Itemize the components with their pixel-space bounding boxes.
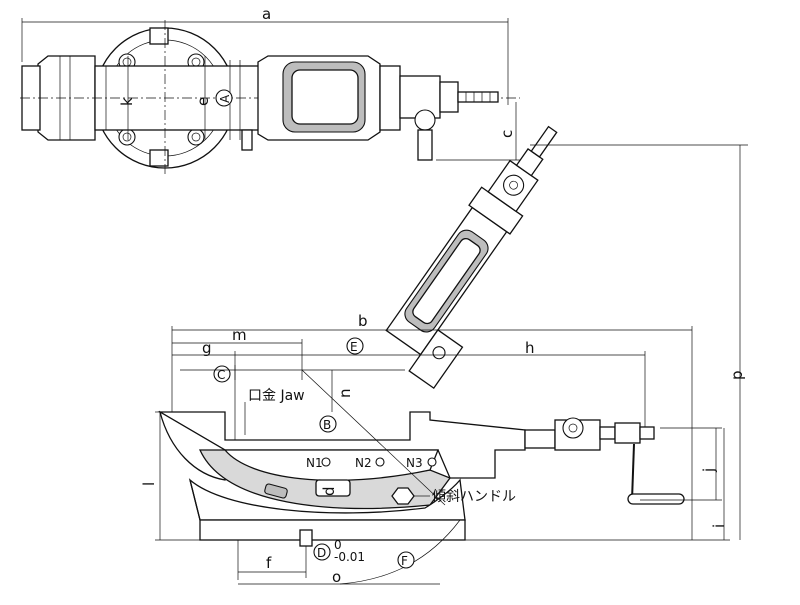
circled-B: B bbox=[323, 418, 331, 432]
dim-a-label: a bbox=[262, 5, 271, 23]
circled-F: F bbox=[401, 554, 408, 568]
pos-N3: N3 bbox=[406, 456, 423, 470]
dim-h-label: h bbox=[525, 339, 535, 357]
dim-l-label: l bbox=[140, 482, 158, 486]
dim-m-label: m bbox=[232, 326, 247, 344]
dim-e-label: e bbox=[194, 97, 212, 106]
dim-g-label: g bbox=[202, 339, 212, 357]
dim-i-label: i bbox=[710, 524, 728, 528]
dim-c-label: c bbox=[498, 130, 516, 138]
tilt-handle-label: 傾斜ハンドル bbox=[432, 489, 516, 505]
tilted-view bbox=[385, 125, 558, 390]
dim-k-label: k bbox=[118, 97, 136, 106]
pos-N1: N1 bbox=[306, 456, 323, 470]
dim-n-label: n bbox=[336, 388, 354, 398]
jaw-label: 口金 Jaw bbox=[248, 388, 305, 404]
tolerance-top: 0 bbox=[334, 538, 342, 552]
dim-f-label: f bbox=[266, 554, 272, 572]
dim-b-label: b bbox=[358, 312, 368, 330]
side-view: b m g E h C n 口金 Jaw B bbox=[140, 312, 730, 586]
dim-j-label: j bbox=[700, 468, 718, 473]
tolerance-bottom: -0.01 bbox=[334, 550, 365, 564]
circled-D: D bbox=[317, 546, 326, 560]
dim-p-label: p bbox=[728, 370, 746, 380]
circled-C: C bbox=[217, 368, 225, 382]
circled-E: E bbox=[350, 340, 358, 354]
pos-N2: N2 bbox=[355, 456, 372, 470]
top-view: a bbox=[20, 5, 520, 175]
dim-o-label: o bbox=[332, 568, 341, 586]
dim-d-label: d bbox=[320, 486, 338, 496]
circled-A: A bbox=[218, 94, 232, 103]
